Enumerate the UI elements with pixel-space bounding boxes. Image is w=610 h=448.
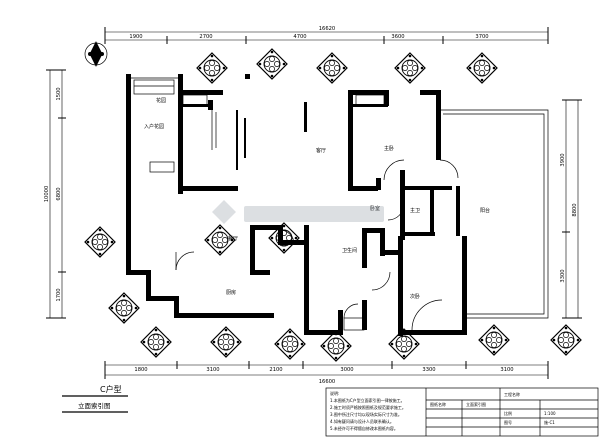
elevation-index-marker [84,226,116,258]
balcony-outline [130,77,549,319]
room-label-master: 主卧 [384,145,394,152]
note-4: 4.如有疑问请与设计人员联系确认。 [330,418,394,424]
elevation-index-marker [210,326,242,358]
note-1: 1.本图纸为C户型立面索引图一律按施工。 [330,397,405,403]
dim-left-1: 1500 [56,87,62,100]
dim-bottom-5: 3300 [422,367,435,373]
elevation-index-marker [316,52,348,84]
dim-top-total: 16620 [319,26,336,32]
elevation-index-marker [204,224,236,256]
drawing-name: 立面索引图 [466,401,486,407]
scale-value: 1:100 [544,411,556,416]
elevation-index-marker [394,52,426,84]
dim-left-total: 10000 [44,186,50,203]
compass-marker [84,41,108,67]
elevation-index-marker [256,48,288,80]
project-label: 工程名称 [504,391,520,397]
room-label-bedroom1: 次卧 [410,293,420,300]
walls [126,74,467,336]
room-label-bath2: 卫生间 [342,247,357,254]
dim-bottom-total: 16600 [319,379,336,385]
dim-right-total: 8800 [572,203,578,216]
scale-label: 比例 [504,410,512,416]
dim-bottom-3: 2100 [269,367,282,373]
note-2: 2.施工时须严格按照图纸及规范要求施工。 [330,404,406,410]
dim-top-3: 4700 [293,34,306,40]
unit-title: C户型 [100,384,122,394]
sheet-title: 立面索引图 [78,401,111,410]
title-area: C户型 立面索引图 [62,384,128,413]
title-block: 说明: 1.本图纸为C户型立面索引图一律按施工。 2.施工时须严格按照图纸及规范… [325,387,599,437]
dim-top-2: 2700 [199,34,212,40]
room-label-kitchen: 厨房 [226,289,236,296]
fixtures [133,79,385,331]
elevation-index-marker [388,328,420,360]
room-label-garden: 花园 [156,97,166,104]
elevation-index-marker [140,326,172,358]
elevation-index-marker [274,328,306,360]
note-3: 3.图中所注尺寸均以现场实际尺寸为准。 [330,411,402,417]
room-label-balcony: 阳台 [480,207,490,214]
note-5: 5.未经许可不得擅自修改本图纸内容。 [330,425,398,431]
sheet-value: 施-C1 [544,419,555,425]
dim-top-1: 1900 [129,34,142,40]
elevation-index-marker [268,222,300,254]
dimension-left: 1500 10000 6800 1700 [44,69,66,319]
dim-bottom-6: 3100 [500,367,513,373]
dim-top-4: 3600 [391,34,404,40]
room-label-entry: 入户花园 [144,123,164,130]
dim-right-2: 3300 [560,269,566,282]
dimension-right: 3900 8800 3300 [560,99,582,319]
doors [175,159,459,331]
elevation-index-marker [478,324,510,356]
dim-bottom-4: 3000 [340,367,353,373]
dim-top-5: 3700 [475,34,488,40]
dim-left-2: 6800 [56,187,62,200]
dimension-bottom: 1800 3100 2100 3000 3300 3100 16600 [104,361,549,385]
room-label-bedroom2: 卧室 [370,205,380,212]
elevation-index-marker [550,324,582,356]
room-label-bath1: 主卫 [410,207,420,214]
dim-left-3: 1700 [56,288,62,301]
notes-head: 说明: [330,390,339,396]
elevation-index-marker [108,292,140,324]
dimension-top: 16620 1900 2700 4700 3600 3700 [104,26,549,44]
elevation-markers [84,48,582,362]
elevation-index-marker [196,52,228,84]
dim-right-1: 3900 [560,153,566,166]
elevation-index-marker [320,330,352,362]
drawing-label: 图纸名称 [430,401,446,407]
dim-bottom-1: 1800 [134,367,147,373]
room-label-living: 客厅 [316,147,326,154]
elevation-index-marker [466,52,498,84]
sheet-label: 图号 [504,419,512,425]
watermark-logo [212,200,384,224]
dim-bottom-2: 3100 [206,367,219,373]
